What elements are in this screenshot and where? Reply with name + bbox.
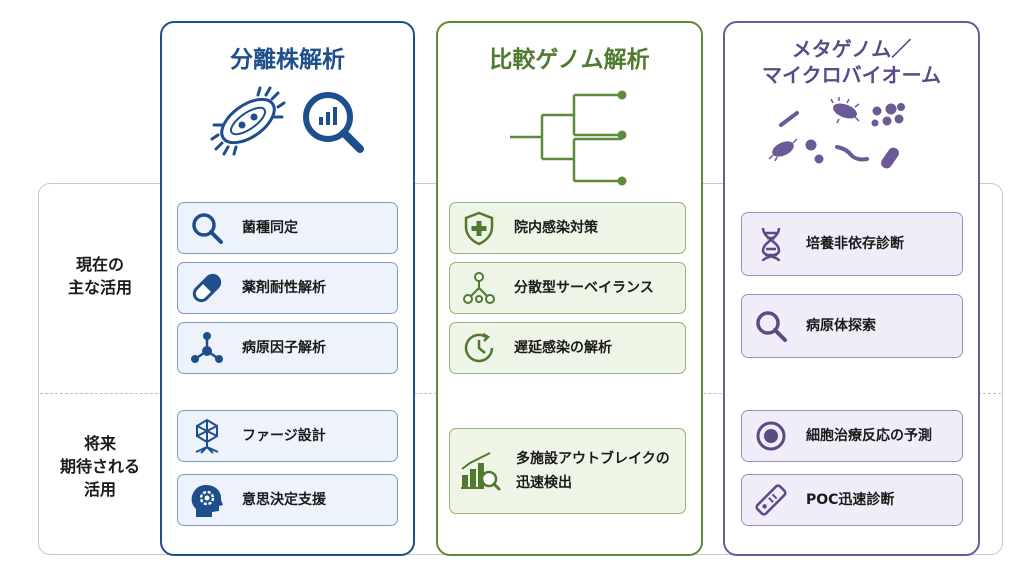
- card-label-line1: 多施設アウトブレイクの: [516, 451, 670, 467]
- column-title-line1: メタゲノム／: [791, 37, 912, 61]
- card-label: 薬剤耐性解析: [242, 280, 326, 296]
- card-label: 細胞治療反応の予測: [806, 428, 932, 444]
- card-label: POC迅速診断: [806, 492, 895, 508]
- card-label: 病原因子解析: [242, 340, 326, 356]
- card-label: 病原体探索: [806, 318, 876, 334]
- bacterium-icon: [210, 86, 286, 156]
- row-label-future-line3: 活用: [83, 480, 116, 499]
- card-outbreak-detection[interactable]: 多施設アウトブレイクの 迅速検出: [449, 428, 686, 514]
- card-drug-resistance[interactable]: 薬剤耐性解析: [177, 262, 398, 314]
- card-poc-rapid-diagnosis[interactable]: POC迅速診断: [741, 474, 963, 526]
- card-label-line2: 迅速検出: [516, 475, 572, 491]
- card-phage-design[interactable]: ファージ設計: [177, 410, 398, 462]
- card-cell-therapy-response[interactable]: 細胞治療反応の予測: [741, 410, 963, 462]
- column-title: 比較ゲノム解析: [489, 47, 650, 73]
- card-label: 菌種同定: [242, 220, 298, 236]
- row-label-future: 将来 期待される 活用: [40, 432, 160, 501]
- column-title: メタゲノム／ マイクロバイオーム: [725, 36, 978, 88]
- test-strip-icon: [755, 484, 787, 516]
- capsule-icon: [192, 273, 222, 303]
- magnifier-icon: [192, 213, 223, 244]
- phylogenetic-tree-icon: [510, 90, 627, 186]
- card-label: 多施設アウトブレイクの 迅速検出: [516, 447, 677, 495]
- row-label-current-line2: 主な活用: [67, 278, 132, 297]
- microbes-icon: [768, 97, 905, 169]
- card-label: 意思決定支援: [242, 492, 326, 508]
- card-delayed-infection[interactable]: 遅延感染の解析: [449, 322, 686, 374]
- network-nodes-icon: [463, 272, 495, 304]
- magnifier-icon: [756, 311, 787, 342]
- shield-plus-icon: [464, 211, 494, 246]
- row-label-current: 現在の 主な活用: [40, 253, 160, 299]
- chart-magnifier-icon: [461, 452, 501, 491]
- card-label: 分散型サーベイランス: [514, 280, 654, 296]
- column-title: 分離株解析: [230, 47, 345, 73]
- head-gear-icon: [191, 485, 223, 517]
- card-decision-support[interactable]: 意思決定支援: [177, 474, 398, 526]
- card-distributed-surveillance[interactable]: 分散型サーベイランス: [449, 262, 686, 314]
- card-virulence-factor[interactable]: 病原因子解析: [177, 322, 398, 374]
- row-label-current-line1: 現在の: [75, 255, 124, 274]
- card-species-identification[interactable]: 菌種同定: [177, 202, 398, 254]
- dna-icon: [761, 227, 781, 262]
- phage-icon: [195, 418, 219, 454]
- column-metagenomics: メタゲノム／ マイクロバイオーム: [723, 21, 980, 556]
- card-infection-control[interactable]: 院内感染対策: [449, 202, 686, 254]
- card-label: ファージ設計: [242, 428, 326, 444]
- card-label: 培養非依存診断: [806, 236, 904, 252]
- card-label: 遅延感染の解析: [514, 340, 612, 356]
- molecule-icon: [191, 332, 223, 363]
- card-label: 院内感染対策: [514, 220, 598, 236]
- row-label-future-line2: 期待される: [59, 457, 140, 476]
- clock-icon: [464, 332, 494, 363]
- target-circle-icon: [756, 421, 786, 451]
- magnifier-chart-icon: [303, 92, 364, 153]
- row-label-future-line1: 将来: [83, 434, 116, 453]
- card-culture-independent-diagnosis[interactable]: 培養非依存診断: [741, 212, 963, 276]
- column-title-line2: マイクロバイオーム: [762, 63, 941, 87]
- card-pathogen-discovery[interactable]: 病原体探索: [741, 294, 963, 358]
